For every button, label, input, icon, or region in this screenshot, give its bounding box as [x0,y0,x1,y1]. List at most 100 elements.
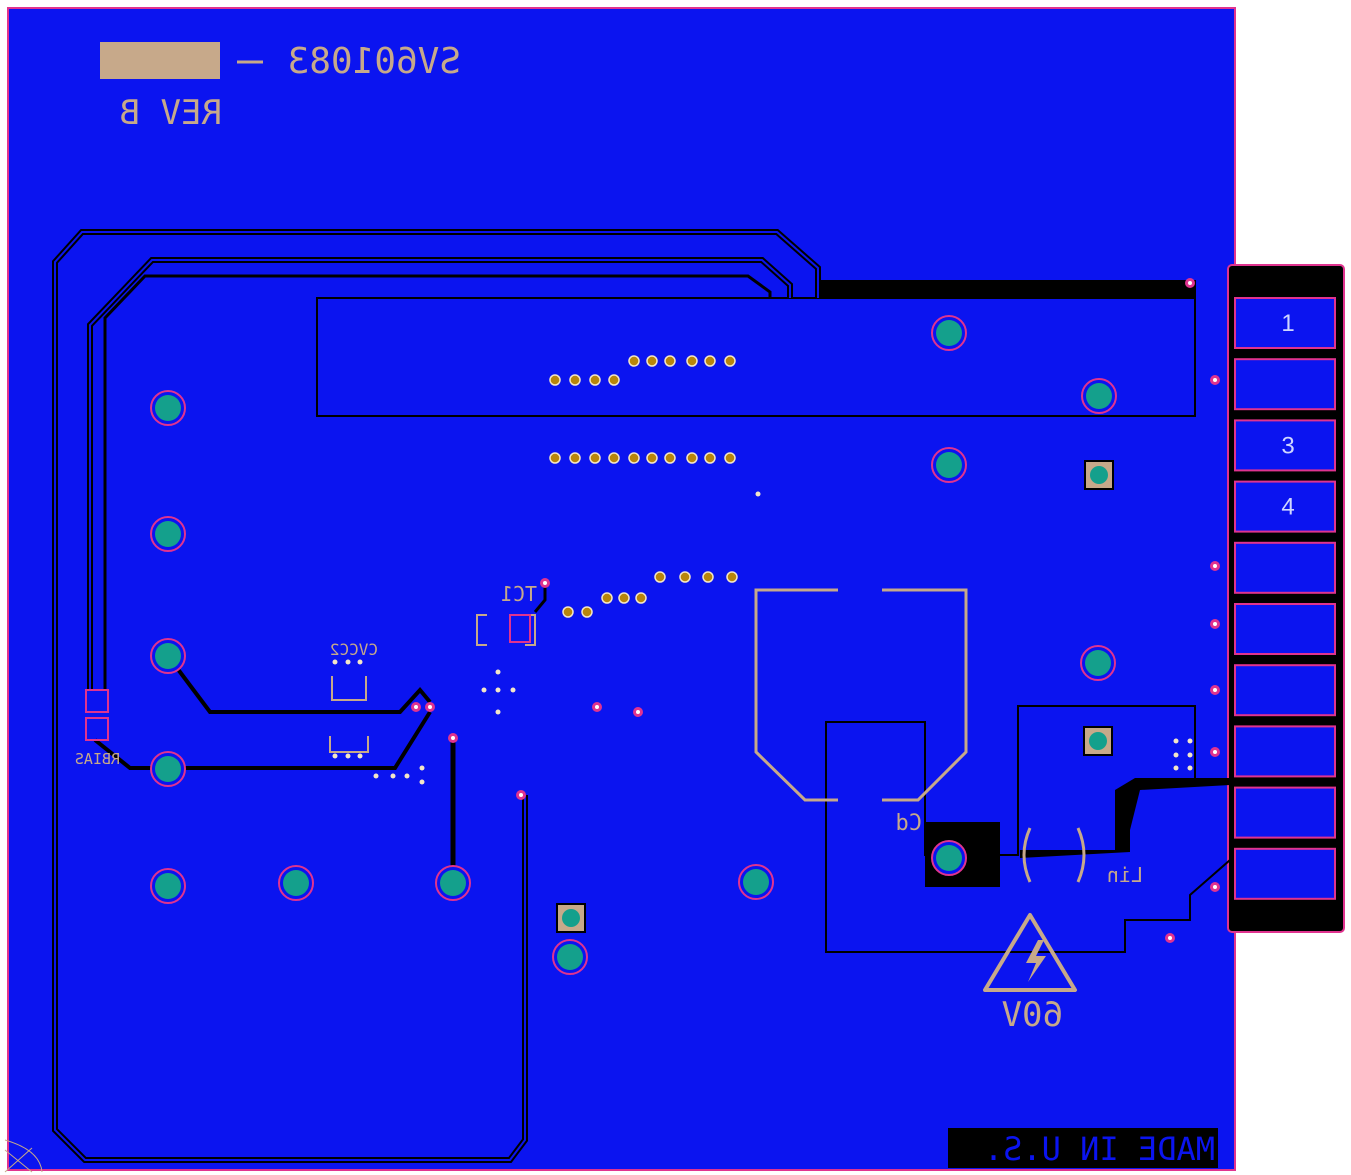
via [569,374,581,386]
trace-top-bus [818,280,1196,298]
pad [557,944,583,970]
pad [155,756,181,782]
connector-pin [1234,664,1336,717]
connector-pin [1234,358,1336,411]
trace-tc1 [533,585,547,613]
pad [155,521,181,547]
tc1-outline-left [476,614,487,646]
via [601,592,613,604]
via [589,452,601,464]
trace-rbias-route [93,710,432,770]
square-pad [1083,726,1113,756]
micro-via [1187,765,1193,771]
micro-via [495,669,501,675]
via [679,571,691,583]
trace-cvcc2-route [166,654,432,714]
via [581,606,593,618]
power-trace-fill [1020,778,1230,858]
micro-via [1187,752,1193,758]
through-hole-pads [150,315,1117,975]
pad [155,395,181,421]
voltage-warning: 60V [1002,995,1063,1035]
via [562,606,574,618]
via [608,452,620,464]
trace-mid-loop-inner [89,259,791,690]
origin-label: MADE IN U.S. [984,1130,1215,1168]
connector-pin [1234,847,1336,900]
via [686,452,698,464]
cvcc2-label: CVCC2 [330,640,378,659]
via [724,452,736,464]
connector-pin [1234,480,1336,533]
test-point-center [1213,564,1217,568]
via [724,355,736,367]
micro-via [419,765,425,771]
connector-pin-label: 3 [1281,432,1294,459]
micro-via [373,773,379,779]
cd-outline [754,588,838,802]
connector-pin [1234,603,1336,655]
via [569,452,581,464]
micro-via [495,709,501,715]
cvcc2-outline [331,676,367,701]
cd-label: Cd [896,811,923,836]
connector-pin [1234,419,1336,472]
pad [1086,383,1112,409]
pad [743,869,769,895]
test-point-center [636,710,640,714]
via [549,452,561,464]
vias [549,355,738,618]
connector-pin [1234,786,1336,839]
via [702,571,714,583]
via [549,374,561,386]
test-point-center [428,705,432,709]
origin-block [948,1128,1218,1168]
test-point-center [1213,688,1217,692]
micro-via [404,773,410,779]
pad-hole [1089,732,1107,750]
pad [155,873,181,899]
via [618,592,630,604]
via [704,452,716,464]
micro-via [345,753,351,759]
test-point-center [543,581,547,585]
connector-pins: 134 [1234,297,1336,900]
connector-pin [1234,725,1336,778]
via [628,452,640,464]
trace-inner-loop [103,274,772,690]
lin-outline-right [1076,827,1086,883]
test-point-center [1213,378,1217,382]
pad-hole [562,909,580,927]
part-number: SV601083 [288,41,461,82]
connector-pin [1234,541,1336,594]
via [654,571,666,583]
tc1-pad [509,614,531,643]
micro-via [481,687,487,693]
pad [440,870,466,896]
via [628,355,640,367]
origin-marker-icon [4,1139,43,1173]
via [704,355,716,367]
via [635,592,647,604]
via [608,374,620,386]
cd-outline-right [882,588,968,802]
pad-hole [1090,466,1108,484]
test-points [332,278,1220,943]
rbias-pad-bottom [85,717,109,741]
connector-pin-label: 1 [1281,310,1294,337]
lightning-icon [1026,940,1046,982]
pad [936,845,962,871]
lin-label: Lin [1107,863,1143,887]
pad [936,452,962,478]
via [686,355,698,367]
test-point-center [1168,936,1172,940]
micro-via [1173,738,1179,744]
component-outline-top [316,297,1196,417]
micro-via [510,687,516,693]
micro-via [357,659,363,665]
rbias-pad-top [85,689,109,713]
revision-label: REV B [120,93,222,133]
lin-outline-left [1022,827,1032,883]
pad [936,320,962,346]
micro-via [1187,738,1193,744]
